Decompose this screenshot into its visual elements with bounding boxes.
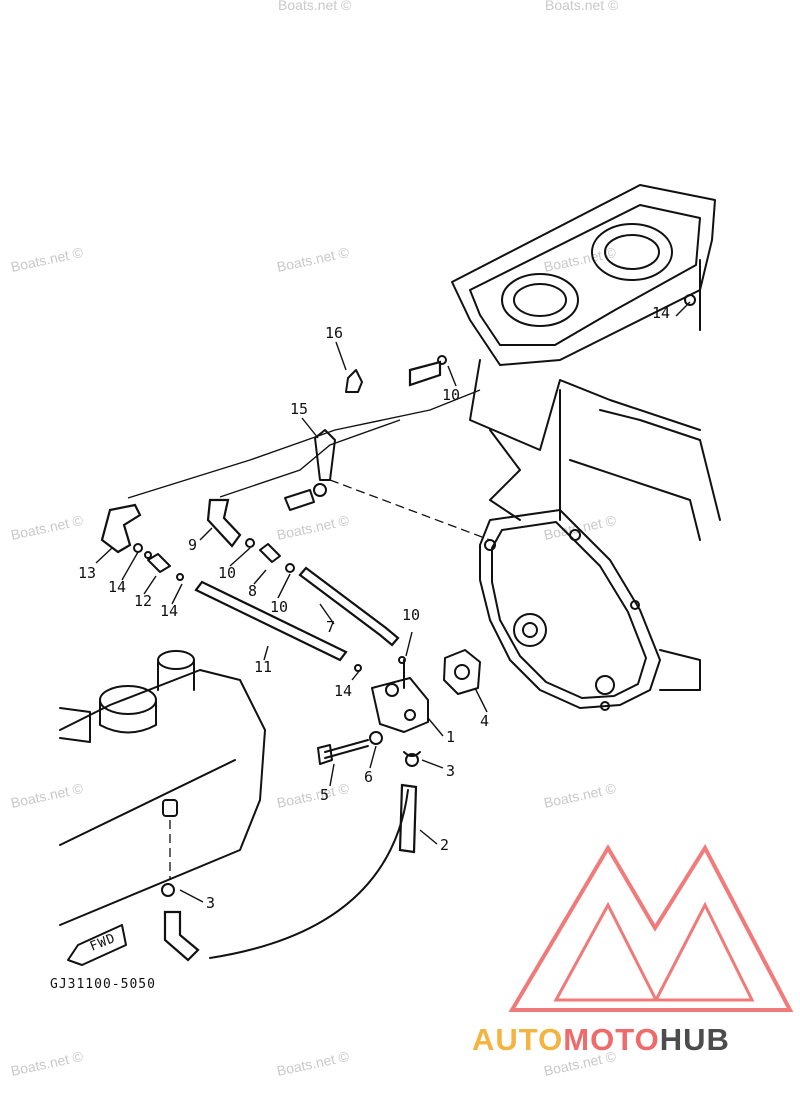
callout-3: 3 [446, 762, 455, 780]
callout-10: 10 [402, 606, 420, 624]
automotohub-logo-icon [508, 843, 794, 1012]
logo-part-moto: MOTO [563, 1022, 660, 1057]
watermark-text: Boats.net © [9, 244, 85, 275]
engine-side-cover [479, 509, 701, 711]
watermark-text: Boats.net © [542, 512, 618, 543]
fittings-and-clamps [133, 294, 696, 897]
watermark-text: Boats.net © [278, 0, 352, 13]
diagram-part-number: GJ31100-5050 [50, 977, 156, 992]
callout-3: 3 [206, 894, 215, 912]
callout-10: 10 [218, 564, 236, 582]
callout-14: 14 [160, 602, 178, 620]
callout-7: 7 [326, 618, 335, 636]
callout-2: 2 [440, 836, 449, 854]
callout-16: 16 [325, 324, 343, 342]
watermark-text: Boats.net © [9, 512, 85, 543]
logo-wordmark: AUTOMOTOHUB [472, 1022, 730, 1058]
fuel-tank [59, 650, 266, 926]
watermark-text: Boats.net © [275, 244, 351, 275]
callout-14: 14 [334, 682, 352, 700]
engine-cylinder-block [451, 184, 721, 541]
watermark-text: Boats.net © [275, 780, 351, 811]
watermark-text: Boats.net © [9, 1048, 85, 1079]
callout-13: 13 [78, 564, 96, 582]
watermark-layer: Boats.net © Boats.net © Boats.net © Boat… [9, 0, 619, 1079]
bracket-and-bolt [284, 369, 363, 511]
callout-10: 10 [270, 598, 288, 616]
callout-6: 6 [364, 768, 373, 786]
logo-part-hub: HUB [659, 1022, 730, 1057]
fuel-hoses [100, 360, 491, 962]
callout-1: 1 [446, 728, 455, 746]
callout-9: 9 [188, 536, 197, 554]
callout-14: 14 [652, 304, 670, 322]
callout-14: 14 [108, 578, 126, 596]
callout-10: 10 [442, 386, 460, 404]
logo-part-auto: AUTO [472, 1022, 564, 1057]
watermark-text: Boats.net © [545, 0, 619, 13]
callout-5: 5 [320, 786, 329, 804]
watermark-text: Boats.net © [542, 780, 618, 811]
watermark-text: Boats.net © [275, 512, 351, 543]
callout-numbers: 1 2 3 3 4 5 6 7 8 9 10 10 10 10 11 12 13… [78, 304, 670, 912]
callout-12: 12 [134, 592, 152, 610]
callout-11: 11 [254, 658, 272, 676]
callout-8: 8 [248, 582, 257, 600]
watermark-text: Boats.net © [9, 780, 85, 811]
fuel-cock-assembly [317, 649, 481, 765]
watermark-text: Boats.net © [275, 1048, 351, 1079]
callout-15: 15 [290, 400, 308, 418]
callout-leader-lines [95, 301, 691, 903]
callout-4: 4 [480, 712, 489, 730]
forward-arrow-icon: FWD [67, 924, 127, 966]
